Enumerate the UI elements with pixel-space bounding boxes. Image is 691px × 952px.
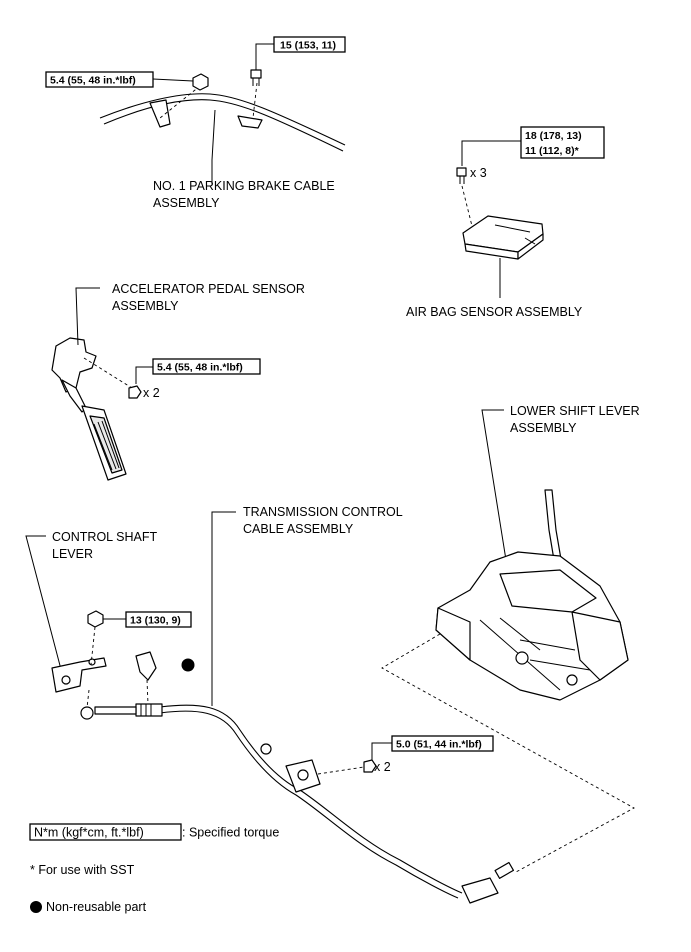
- retaining-clip: [135, 651, 157, 681]
- torque-parking-nut: 5.4 (55, 48 in.*lbf): [50, 75, 136, 87]
- torque-airbag-1: 18 (178, 13): [525, 130, 582, 142]
- airbag-bolt: [456, 167, 467, 184]
- legend-nonreusable-mark: [30, 901, 42, 913]
- legend-sst-note: * For use with SST: [30, 863, 135, 877]
- torque-shaft-nut: 13 (130, 9): [130, 615, 181, 627]
- legend-nonreusable: Non-reusable part: [46, 900, 147, 914]
- torque-parking-bolt: 15 (153, 11): [280, 40, 336, 52]
- label-trans-cable-2: CABLE ASSEMBLY: [243, 522, 354, 536]
- qty-accel: x 2: [143, 386, 160, 400]
- torque-bracket: 5.0 (51, 44 in.*lbf): [396, 739, 482, 751]
- label-control-shaft-1: CONTROL SHAFT: [52, 530, 157, 544]
- label-lower-shift-2: ASSEMBLY: [510, 421, 577, 435]
- label-air-bag-sensor: AIR BAG SENSOR ASSEMBLY: [406, 305, 583, 319]
- legend-torque-units: N*m (kgf*cm, ft.*lbf): [34, 826, 144, 840]
- torque-box-parking-bolt: [273, 36, 346, 53]
- label-accel-1: ACCELERATOR PEDAL SENSOR: [112, 282, 305, 296]
- torque-box-airbag: [520, 126, 605, 159]
- parking-brake-cable: [99, 82, 346, 152]
- label-control-shaft-2: LEVER: [52, 547, 93, 561]
- transmission-control-cable: [80, 703, 515, 904]
- torque-box-parking-nut: [45, 71, 154, 88]
- parking-brake-bolt: [250, 69, 262, 86]
- lower-shift-lever: [435, 489, 629, 701]
- torque-airbag-2: 11 (112, 8)*: [525, 145, 580, 157]
- torque-accel: 5.4 (55, 48 in.*lbf): [157, 362, 243, 374]
- accel-bolt: [128, 385, 142, 399]
- shaft-nut: [87, 610, 104, 628]
- air-bag-sensor: [462, 215, 544, 260]
- label-accel-2: ASSEMBLY: [112, 299, 179, 313]
- nonreusable-mark: [181, 658, 195, 672]
- label-lower-shift-1: LOWER SHIFT LEVER: [510, 404, 640, 418]
- legend-torque-desc: : Specified torque: [182, 826, 279, 840]
- accelerator-pedal: [51, 337, 127, 481]
- parking-brake-nut: [192, 73, 209, 91]
- label-parking-cable-1: NO. 1 PARKING BRAKE CABLE: [153, 179, 335, 193]
- label-trans-cable-1: TRANSMISSION CONTROL: [243, 505, 403, 519]
- control-shaft-lever: [51, 657, 107, 693]
- label-parking-cable-2: ASSEMBLY: [153, 196, 220, 210]
- legend-torque-box: [29, 823, 182, 841]
- bracket-bolt: [363, 759, 377, 773]
- qty-airbag: x 3: [470, 166, 487, 180]
- qty-bracket: x 2: [374, 760, 391, 774]
